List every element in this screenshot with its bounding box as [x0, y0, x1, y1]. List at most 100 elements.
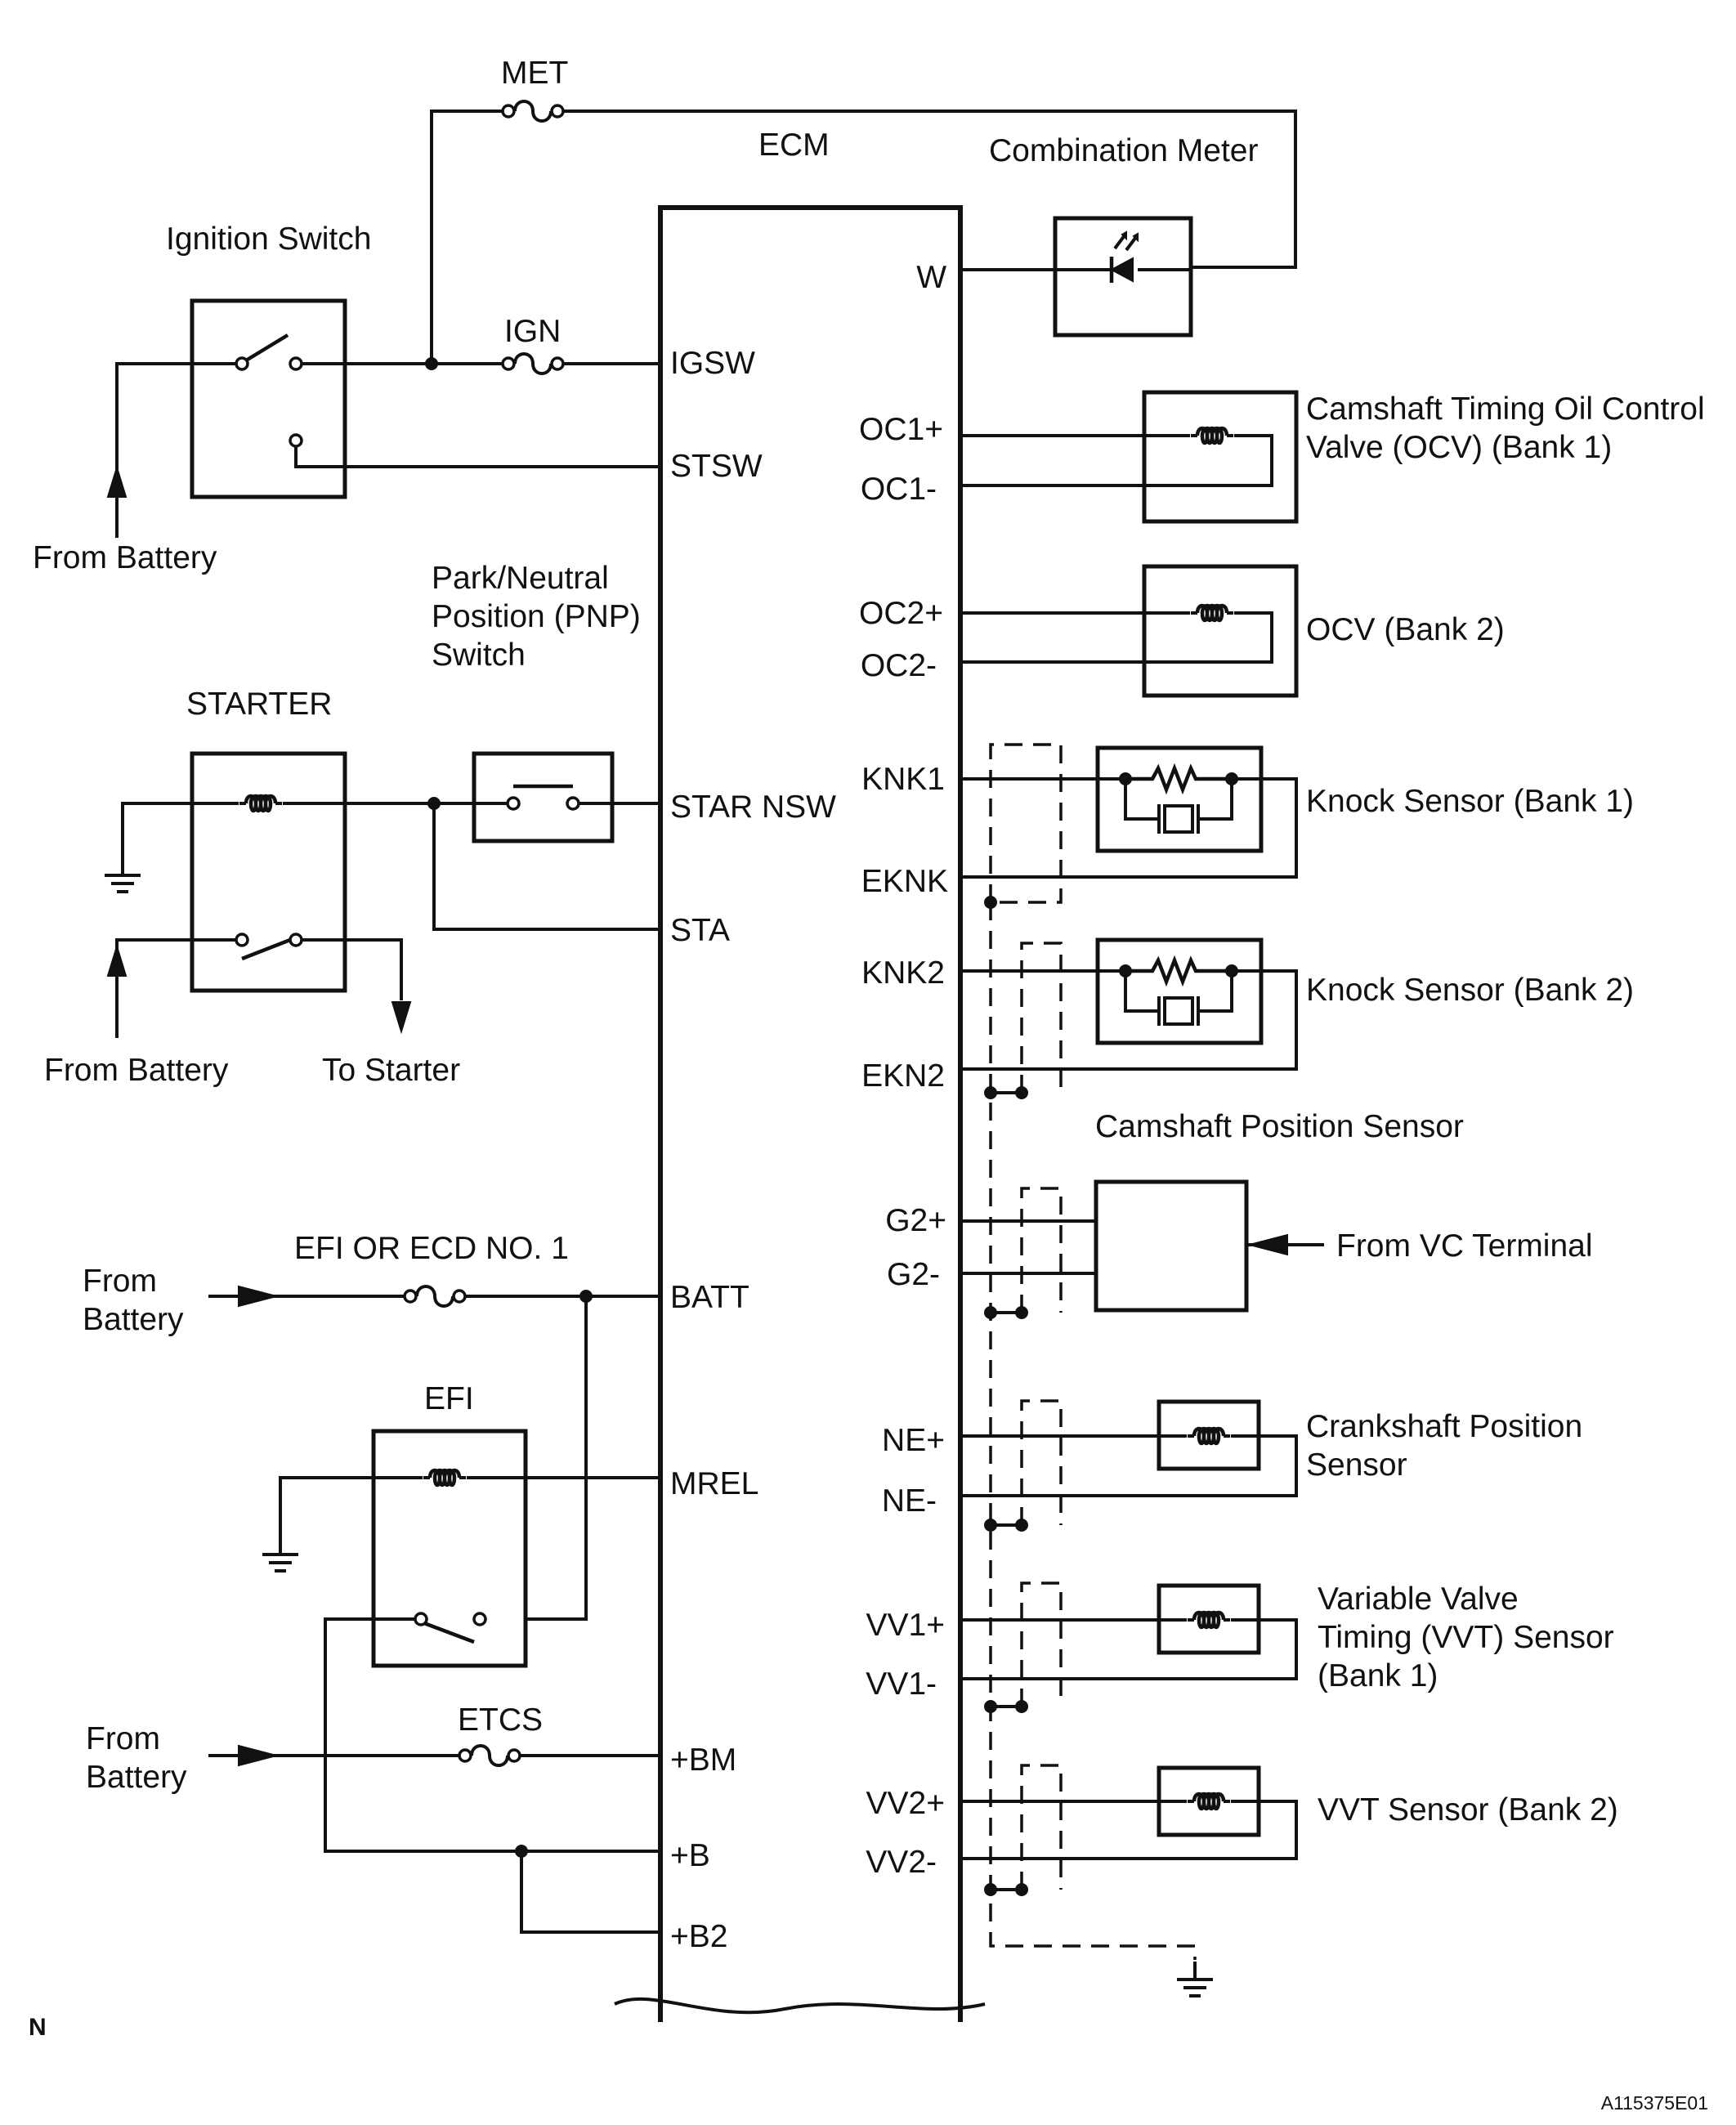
- efi-ecd-fuse-label: EFI OR ECD NO. 1: [294, 1231, 569, 1266]
- junction-dot: [984, 1883, 997, 1896]
- ground-icon: [103, 856, 142, 893]
- met-fuse-label: MET: [501, 56, 568, 91]
- pin-ne-plus: NE+: [882, 1423, 945, 1458]
- pnp-switch-box: [472, 751, 615, 843]
- junction-dot: [1015, 1700, 1028, 1713]
- junction-dot: [1119, 772, 1132, 785]
- pnp-label-line3: Switch: [432, 638, 526, 673]
- pin-knk2: KNK2: [861, 955, 945, 991]
- ocv-bank1-box: [1142, 390, 1299, 524]
- camshaft-sensor-label: Camshaft Position Sensor: [1095, 1109, 1464, 1144]
- plus-b2-wire: [520, 1851, 660, 1934]
- crankshaft-label-line1: Crankshaft Position: [1306, 1409, 1582, 1444]
- junction-dot: [1225, 772, 1238, 785]
- starter-relay-box: [190, 751, 347, 993]
- power-supply-circuit: EFI OR ECD NO. 1 From Battery EFI From B…: [83, 1231, 660, 1934]
- sta-wire: [432, 803, 660, 931]
- pin-ne-minus: NE-: [882, 1483, 937, 1519]
- knock-bank2-box: [1095, 937, 1264, 1045]
- combination-meter: Combination Meter: [960, 133, 1258, 338]
- up-arrow-icon: [106, 464, 128, 498]
- led-ray-arrows-icon: [1121, 230, 1139, 243]
- pin-b: +B: [670, 1838, 710, 1873]
- knock-bank2-wires: [960, 969, 1298, 1071]
- resistor-icon: [1123, 763, 1234, 795]
- camshaft-position-sensor: Camshaft Position Sensor From VC Termina…: [960, 1109, 1593, 1313]
- from-vc-label: From VC Terminal: [1336, 1228, 1593, 1264]
- knock-bank1-box: [1095, 745, 1264, 853]
- pin-w: W: [916, 260, 946, 295]
- up-arrow-icon: [106, 943, 128, 977]
- plus-b-wire: [324, 1617, 660, 1853]
- led-light-rays-icon: [1113, 234, 1138, 252]
- junction-dot: [984, 1086, 997, 1099]
- ecm-title: ECM: [758, 128, 830, 163]
- junction-dot: [984, 896, 997, 909]
- right-arrow-icon: [238, 1285, 280, 1308]
- efi-relay-label: EFI: [424, 1381, 474, 1416]
- pin-vv1-plus: VV1+: [866, 1608, 946, 1643]
- shield-vv2: [1020, 1764, 1063, 1890]
- right-arrow-icon: [238, 1744, 280, 1767]
- ocv-bank1-label-line2: Valve (OCV) (Bank 1): [1306, 430, 1612, 465]
- pin-vv1-minus: VV1-: [866, 1666, 937, 1702]
- starter-relay-label: STARTER: [186, 687, 332, 722]
- pin-b2: +B2: [670, 1919, 727, 1954]
- junction-dot: [1119, 964, 1132, 978]
- starter-contact-wires: [115, 938, 403, 1038]
- starter-circuit: Park/Neutral Position (PNP) Switch START…: [44, 561, 660, 1088]
- junction-dot: [984, 1700, 997, 1713]
- crankshaft-position-sensor: Crankshaft Position Sensor: [960, 1399, 1582, 1497]
- pin-oc2-plus: OC2+: [859, 596, 943, 631]
- vvt-sensor-bank2: VVT Sensor (Bank 2): [960, 1765, 1618, 1860]
- figure-id: A115375E01: [1601, 2092, 1708, 2114]
- starter-coil-wires: [121, 802, 660, 857]
- pin-igsw: IGSW: [670, 346, 755, 381]
- efi-relay-box: [371, 1429, 528, 1668]
- vvt-bank2-label: VVT Sensor (Bank 2): [1318, 1792, 1618, 1828]
- stsw-wire: [294, 446, 660, 468]
- knock-bank2-label: Knock Sensor (Bank 2): [1306, 973, 1634, 1008]
- vvt-sensor-bank1: Variable Valve Timing (VVT) Sensor (Bank…: [960, 1581, 1614, 1693]
- from-battery-label: From Battery: [33, 540, 217, 575]
- ign-fuse-label: IGN: [504, 314, 561, 349]
- knock-sensor-bank2: Knock Sensor (Bank 2): [960, 937, 1634, 1071]
- knock-sensor-bank1: Knock Sensor (Bank 1): [960, 745, 1634, 879]
- efi-ecd-fuse-icon: [403, 1285, 472, 1308]
- pin-knk1: KNK1: [861, 762, 945, 797]
- from-battery-stacked-line1: From: [83, 1264, 157, 1299]
- pin-vv2-minus: VV2-: [866, 1845, 937, 1880]
- ecm-block: ECM: [614, 128, 986, 2022]
- junction-dot: [1015, 1306, 1028, 1319]
- left-arrow-icon: [1246, 1233, 1288, 1256]
- knock-bank1-label: Knock Sensor (Bank 1): [1306, 784, 1634, 819]
- efi-contact-icon: [472, 1612, 487, 1626]
- junction-dot: [984, 1519, 997, 1532]
- vvt-bank1-label-line1: Variable Valve: [1318, 1581, 1519, 1617]
- ocv-bank2-wires: [960, 611, 1273, 664]
- crystal-icon: [1163, 996, 1194, 1026]
- efi-switch-blade: [423, 1621, 475, 1644]
- pin-oc1-plus: OC1+: [859, 412, 943, 447]
- combination-meter-label: Combination Meter: [989, 133, 1258, 168]
- down-arrow-icon: [391, 1001, 412, 1035]
- pin-eknk: EKNK: [861, 864, 948, 899]
- crystal-icon: [1163, 804, 1194, 834]
- ignition-contact-icon: [235, 356, 249, 371]
- from-battery-stacked-2-line1: From: [86, 1721, 160, 1756]
- shield-ne: [1020, 1399, 1063, 1525]
- mrel-wire: [279, 1476, 660, 1537]
- camshaft-sensor-wires: [960, 1219, 1096, 1275]
- piezo-element-icon: [1124, 779, 1233, 834]
- junction-dot: [1015, 1086, 1028, 1099]
- pnp-label-line2: Position (PNP): [432, 599, 641, 634]
- ocv-bank2: OCV (Bank 2): [960, 564, 1505, 698]
- resistor-icon: [1123, 955, 1234, 987]
- knock-bank1-wires: [960, 777, 1298, 879]
- ignition-contact-icon: [289, 356, 303, 371]
- met-fuse-icon: [501, 100, 570, 123]
- ecm-outline: [658, 205, 963, 2022]
- pin-g2-plus: G2+: [885, 1203, 946, 1238]
- met-wire: [430, 110, 1297, 364]
